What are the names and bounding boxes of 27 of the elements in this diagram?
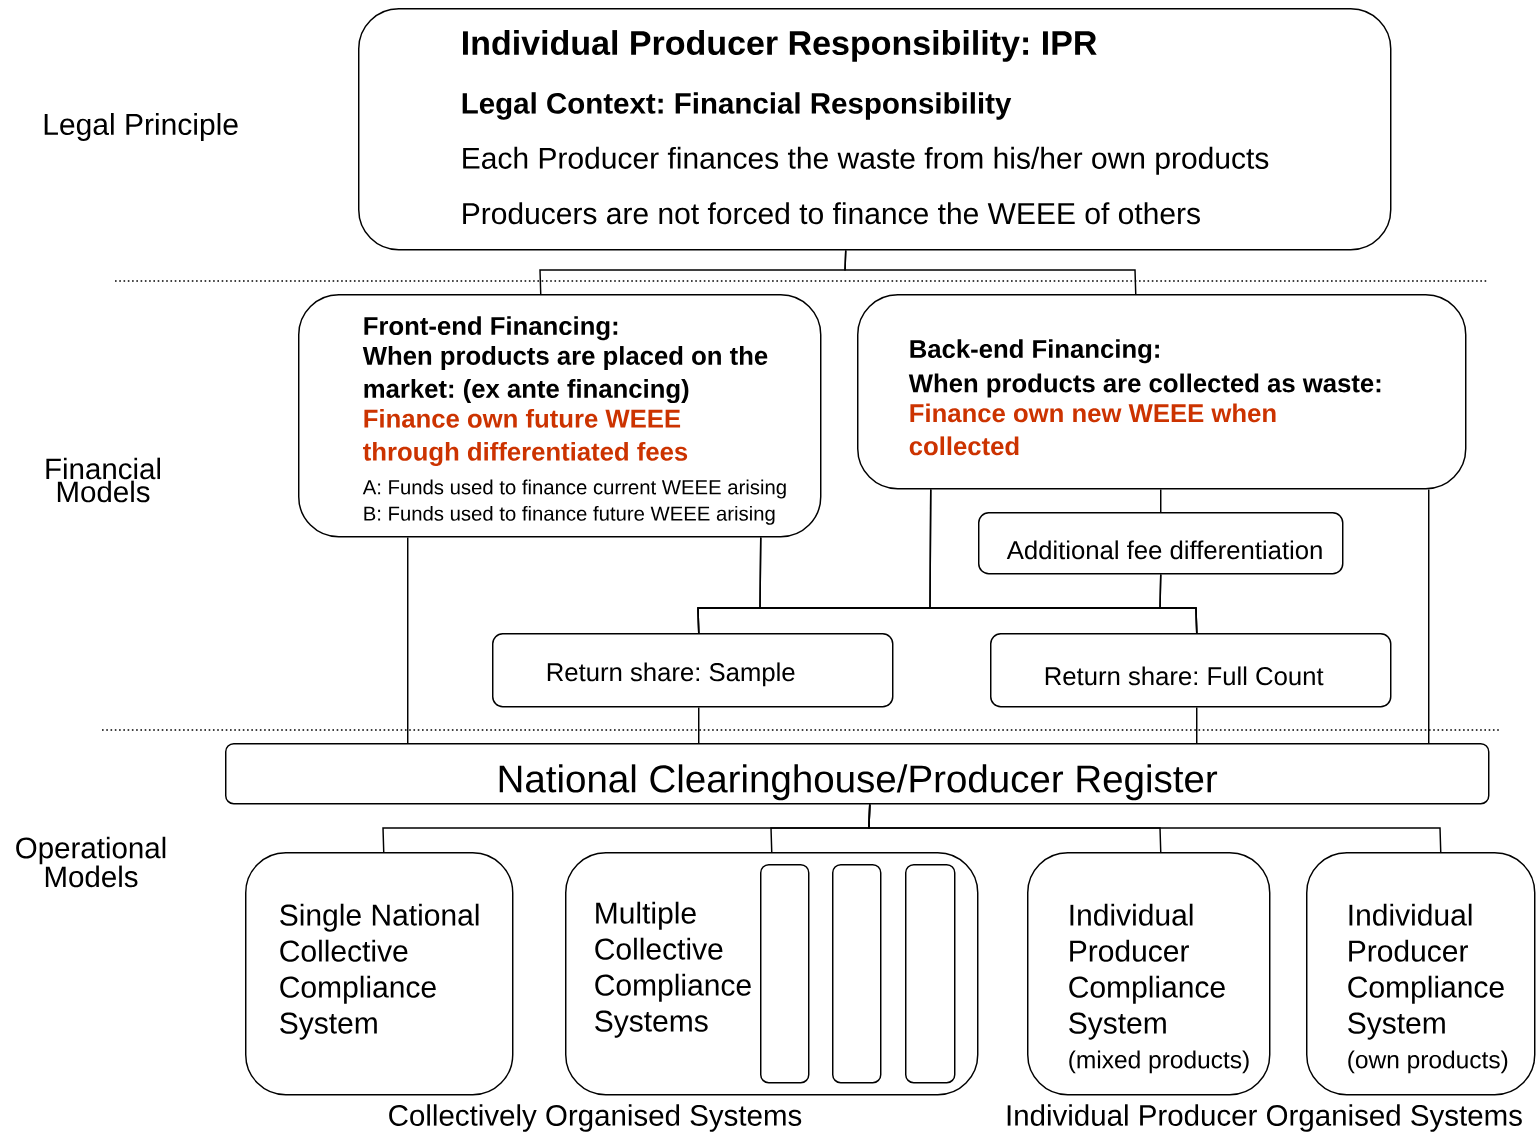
section-label: Individual Producer Organised Systems xyxy=(1007,1104,1522,1132)
section-label: Operational Models xyxy=(16,836,166,888)
vertical-bar xyxy=(832,864,882,1084)
connector-line xyxy=(1428,488,1430,744)
return-share-box: Return share: Sample xyxy=(492,633,894,708)
connector-line xyxy=(698,706,700,744)
section-label: Financial Models xyxy=(46,457,160,503)
return-share-box: Return share: Full Count xyxy=(990,633,1392,708)
connector-line xyxy=(407,536,409,744)
connector-line xyxy=(868,803,1442,853)
system-box: Multiple Collective Compliance Systems xyxy=(565,852,979,1096)
connector-line xyxy=(1160,488,1162,513)
connector-line xyxy=(844,249,1137,295)
section-label: Collectively Organised Systems xyxy=(389,1104,802,1132)
vertical-bar xyxy=(760,864,810,1084)
fee-box: Additional fee differentiation xyxy=(978,512,1344,575)
financing-box: Back-end Financing: When products are collected as waste: Finance own new WEEE when collected xyxy=(857,294,1467,490)
connector-line xyxy=(1159,573,1198,634)
financing-box: Front-end Financing: When products are placed on the market: (ex ante financing) Finance own future WEEE through differentiated fees A: Funds used to finance current WEEE arising B: Funds used to finance future WEEE arising xyxy=(298,294,822,538)
system-box: Individual Producer Compliance System (mixed products) xyxy=(1027,852,1271,1096)
vertical-bar xyxy=(905,864,956,1084)
section-label: Legal Principle xyxy=(44,113,238,141)
system-box: Individual Producer Compliance System (own products) xyxy=(1306,852,1536,1096)
principle-box: Individual Producer Responsibility: IPR Legal Context: Financial Responsibility Each Producer finances the waste from his/her own products Producers are not forced to finance the WEEE of others xyxy=(358,8,1392,251)
register-bar: National Clearinghouse/Producer Register xyxy=(225,743,1490,805)
system-box: Single National Collective Compliance System xyxy=(245,852,514,1096)
connector-line xyxy=(1196,706,1198,744)
